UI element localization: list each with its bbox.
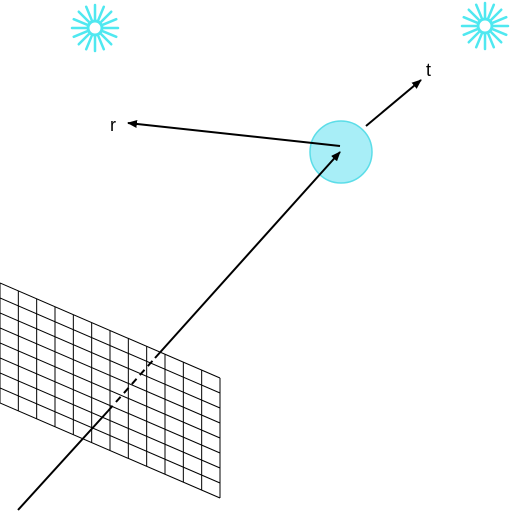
light-ray-mark bbox=[72, 30, 88, 39]
light-ray-mark bbox=[97, 5, 106, 21]
light-ray-mark bbox=[462, 15, 478, 24]
grid-row-line bbox=[0, 402, 221, 499]
reflected-ray bbox=[127, 119, 341, 147]
grid-row-line bbox=[0, 297, 221, 394]
light-ray-mark bbox=[77, 10, 90, 23]
light-ray-mark bbox=[492, 28, 508, 37]
light-ray-mark bbox=[100, 10, 113, 23]
transmitted-ray bbox=[365, 79, 422, 127]
light-core bbox=[476, 17, 494, 35]
light-ray-mark bbox=[102, 17, 118, 26]
light-ray-mark bbox=[72, 17, 88, 26]
grid-row-line bbox=[0, 357, 221, 454]
light-ray-mark bbox=[474, 33, 483, 49]
primary-ray bbox=[154, 151, 341, 359]
light-ray-mark bbox=[100, 33, 113, 46]
light-ray-mark bbox=[77, 33, 90, 46]
light-ray-mark bbox=[492, 15, 508, 24]
light-ray-mark bbox=[84, 35, 93, 51]
grid-row-line bbox=[0, 327, 221, 424]
light-ray-mark bbox=[97, 35, 106, 51]
grid-row-line bbox=[0, 312, 221, 409]
light-source-icon bbox=[460, 1, 510, 51]
light-ray-mark bbox=[102, 30, 118, 39]
light-ray-mark bbox=[487, 3, 496, 19]
light-ray-mark bbox=[467, 31, 480, 44]
light-core bbox=[86, 19, 104, 37]
transmitted-ray-label: t bbox=[426, 60, 431, 80]
image-plane-grid bbox=[0, 282, 221, 499]
light-ray-mark bbox=[474, 3, 483, 19]
grid-row-line bbox=[0, 342, 221, 439]
grid-row-line bbox=[0, 282, 221, 379]
primary-ray-front bbox=[17, 410, 109, 511]
light-ray-mark bbox=[84, 5, 93, 21]
reflected-ray-label: r bbox=[110, 115, 116, 135]
light-ray-mark bbox=[490, 31, 503, 44]
light-ray-mark bbox=[490, 8, 503, 21]
grid-row-line bbox=[0, 387, 221, 484]
grid-row-line bbox=[0, 372, 221, 469]
light-ray-mark bbox=[467, 8, 480, 21]
light-ray-mark bbox=[487, 33, 496, 49]
light-ray-mark bbox=[462, 28, 478, 37]
light-source-icon bbox=[70, 3, 120, 53]
